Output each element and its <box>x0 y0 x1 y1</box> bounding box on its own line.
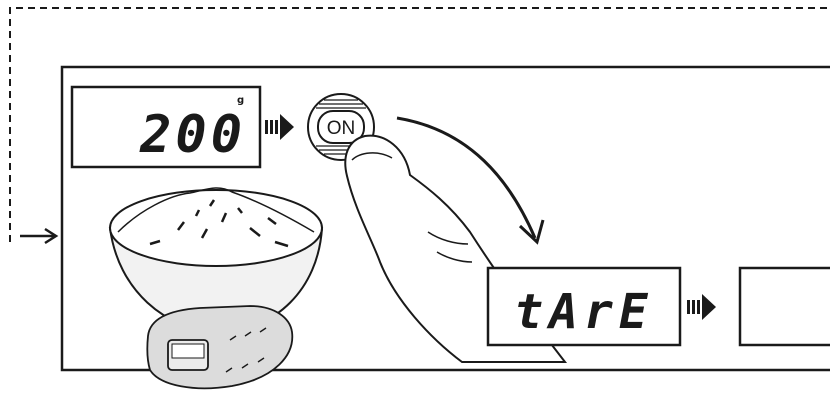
press-arrow-icon <box>687 294 716 320</box>
display-initial-value: 200 <box>139 105 246 165</box>
dashed-loop-line <box>9 7 830 242</box>
curved-arrow-icon <box>396 116 545 245</box>
press-arrow-icon <box>265 114 294 140</box>
display-next <box>738 266 830 347</box>
display-initial-unit: g <box>237 95 244 106</box>
scale-icon <box>146 305 294 390</box>
display-tare: tArE <box>486 266 682 347</box>
main-frame <box>60 65 830 372</box>
bowl-icon <box>108 187 324 335</box>
on-button-label: ON <box>327 118 356 139</box>
display-tare-value: tArE <box>514 284 654 340</box>
arrow-right-icon <box>20 227 59 245</box>
display-initial: 200 g <box>70 85 262 169</box>
